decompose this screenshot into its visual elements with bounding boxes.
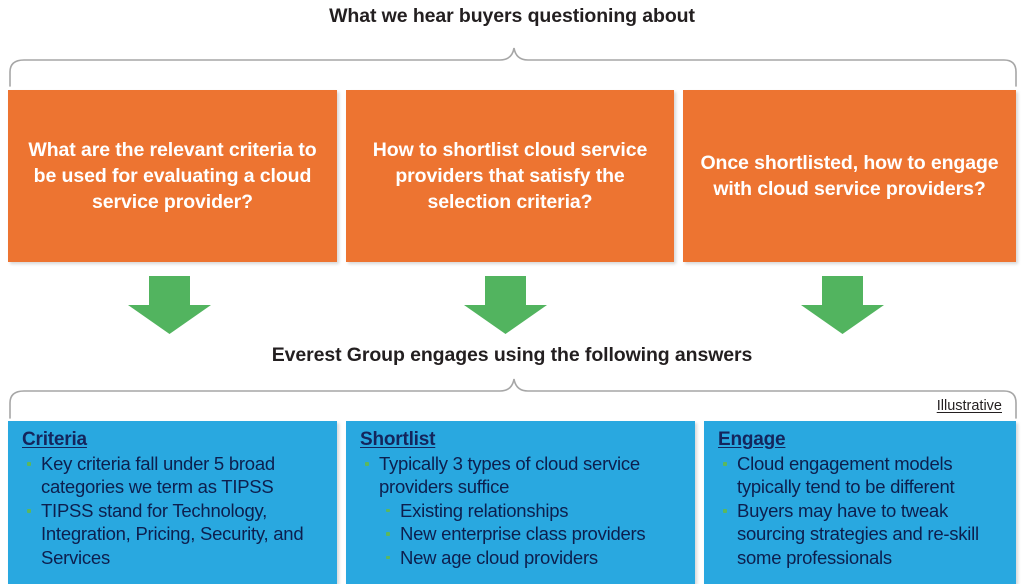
- answer-card-criteria[interactable]: Criteria Key criteria fall under 5 broad…: [8, 421, 337, 584]
- question-card-row: What are the relevant criteria to be use…: [8, 90, 1016, 262]
- sub-list-item: New age cloud providers: [378, 546, 685, 569]
- down-arrow-icon-shortlist: [464, 276, 547, 334]
- bullet-text: Buyers may have to tweak sourcing strate…: [737, 499, 979, 568]
- down-arrow-icon-engage: [801, 276, 884, 334]
- answer-card-shortlist[interactable]: Shortlist Typically 3 types of cloud ser…: [346, 421, 695, 584]
- answer-card-engage-title: Engage: [718, 429, 786, 450]
- question-card-shortlist[interactable]: How to shortlist cloud service providers…: [346, 90, 674, 262]
- down-arrow-icon-criteria: [128, 276, 211, 334]
- answer-card-shortlist-sublist: Existing relationships New enterprise cl…: [378, 499, 685, 569]
- question-card-shortlist-text: How to shortlist cloud service providers…: [372, 138, 648, 214]
- list-item: Typically 3 types of cloud service provi…: [356, 452, 685, 499]
- list-item: Buyers may have to tweak sourcing strate…: [714, 499, 1006, 569]
- arrow-group: [128, 276, 884, 334]
- question-card-criteria-text: What are the relevant criteria to be use…: [28, 138, 317, 214]
- list-item: Key criteria fall under 5 broad categori…: [18, 452, 327, 499]
- bullet-text: Cloud engagement models typically tend t…: [737, 453, 955, 498]
- answer-card-shortlist-list: Typically 3 types of cloud service provi…: [356, 452, 685, 499]
- answer-card-criteria-list: Key criteria fall under 5 broad categori…: [18, 452, 327, 569]
- list-item: TIPSS stand for Technology, Integration,…: [18, 499, 327, 569]
- bullet-text: Typically 3 types of cloud service provi…: [379, 453, 640, 498]
- answer-card-row: Criteria Key criteria fall under 5 broad…: [8, 421, 1016, 584]
- list-item: Cloud engagement models typically tend t…: [714, 452, 1006, 499]
- top-section-heading: What we hear buyers questioning about: [329, 5, 695, 27]
- answer-card-engage[interactable]: Engage Cloud engagement models typically…: [704, 421, 1016, 584]
- middle-section-heading: Everest Group engages using the followin…: [271, 344, 753, 366]
- sub-bullet-text: New age cloud providers: [400, 546, 598, 568]
- answer-card-criteria-title: Criteria: [22, 429, 87, 450]
- answer-card-engage-list: Cloud engagement models typically tend t…: [714, 452, 1006, 569]
- question-card-engage[interactable]: Once shortlisted, how to engage with clo…: [683, 90, 1016, 262]
- sub-list-item: Existing relationships: [378, 499, 685, 522]
- sub-bullet-text: Existing relationships: [400, 499, 569, 521]
- question-card-engage-text: Once shortlisted, how to engage with clo…: [700, 151, 999, 200]
- answer-card-shortlist-sublist-wrap: Existing relationships New enterprise cl…: [356, 499, 685, 569]
- sub-list-item: New enterprise class providers: [378, 522, 685, 545]
- illustrative-label: Illustrative: [936, 398, 1002, 414]
- bullet-text: Key criteria fall under 5 broad categori…: [41, 453, 275, 498]
- answer-card-shortlist-title: Shortlist: [360, 429, 436, 450]
- question-card-criteria[interactable]: What are the relevant criteria to be use…: [8, 90, 337, 262]
- sub-bullet-text: New enterprise class providers: [400, 523, 646, 545]
- bullet-text: TIPSS stand for Technology, Integration,…: [41, 499, 304, 568]
